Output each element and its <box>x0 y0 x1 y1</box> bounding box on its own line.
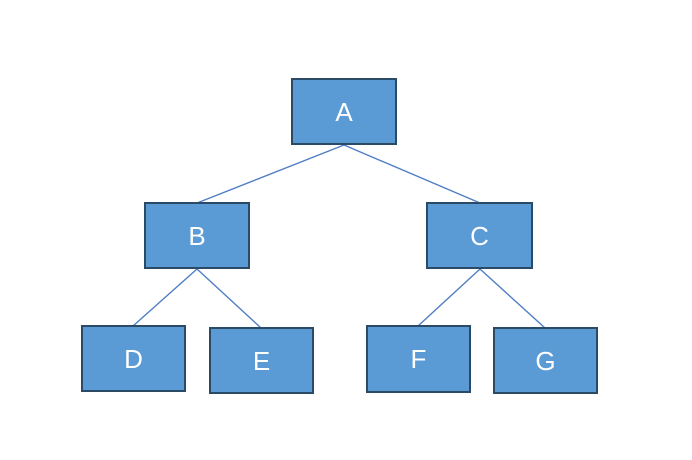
tree-node-e: E <box>209 327 314 394</box>
node-label: E <box>252 345 271 376</box>
node-label: D <box>124 343 143 374</box>
connector-a-c <box>343 144 481 204</box>
node-label: G <box>535 345 556 376</box>
connector-c-f <box>417 268 481 327</box>
tree-node-c: C <box>426 202 533 269</box>
connector-a-b <box>196 144 345 204</box>
tree-node-a: A <box>291 78 397 145</box>
tree-node-b: B <box>144 202 250 269</box>
node-label: C <box>470 220 489 251</box>
connector-c-g <box>479 268 546 329</box>
connector-b-e <box>196 268 262 329</box>
tree-node-d: D <box>81 325 186 392</box>
node-label: A <box>335 96 353 127</box>
tree-node-g: G <box>493 327 598 394</box>
node-label: F <box>410 344 427 374</box>
node-label: B <box>188 220 206 251</box>
connector-b-d <box>132 268 198 327</box>
tree-node-f: F <box>366 325 471 393</box>
